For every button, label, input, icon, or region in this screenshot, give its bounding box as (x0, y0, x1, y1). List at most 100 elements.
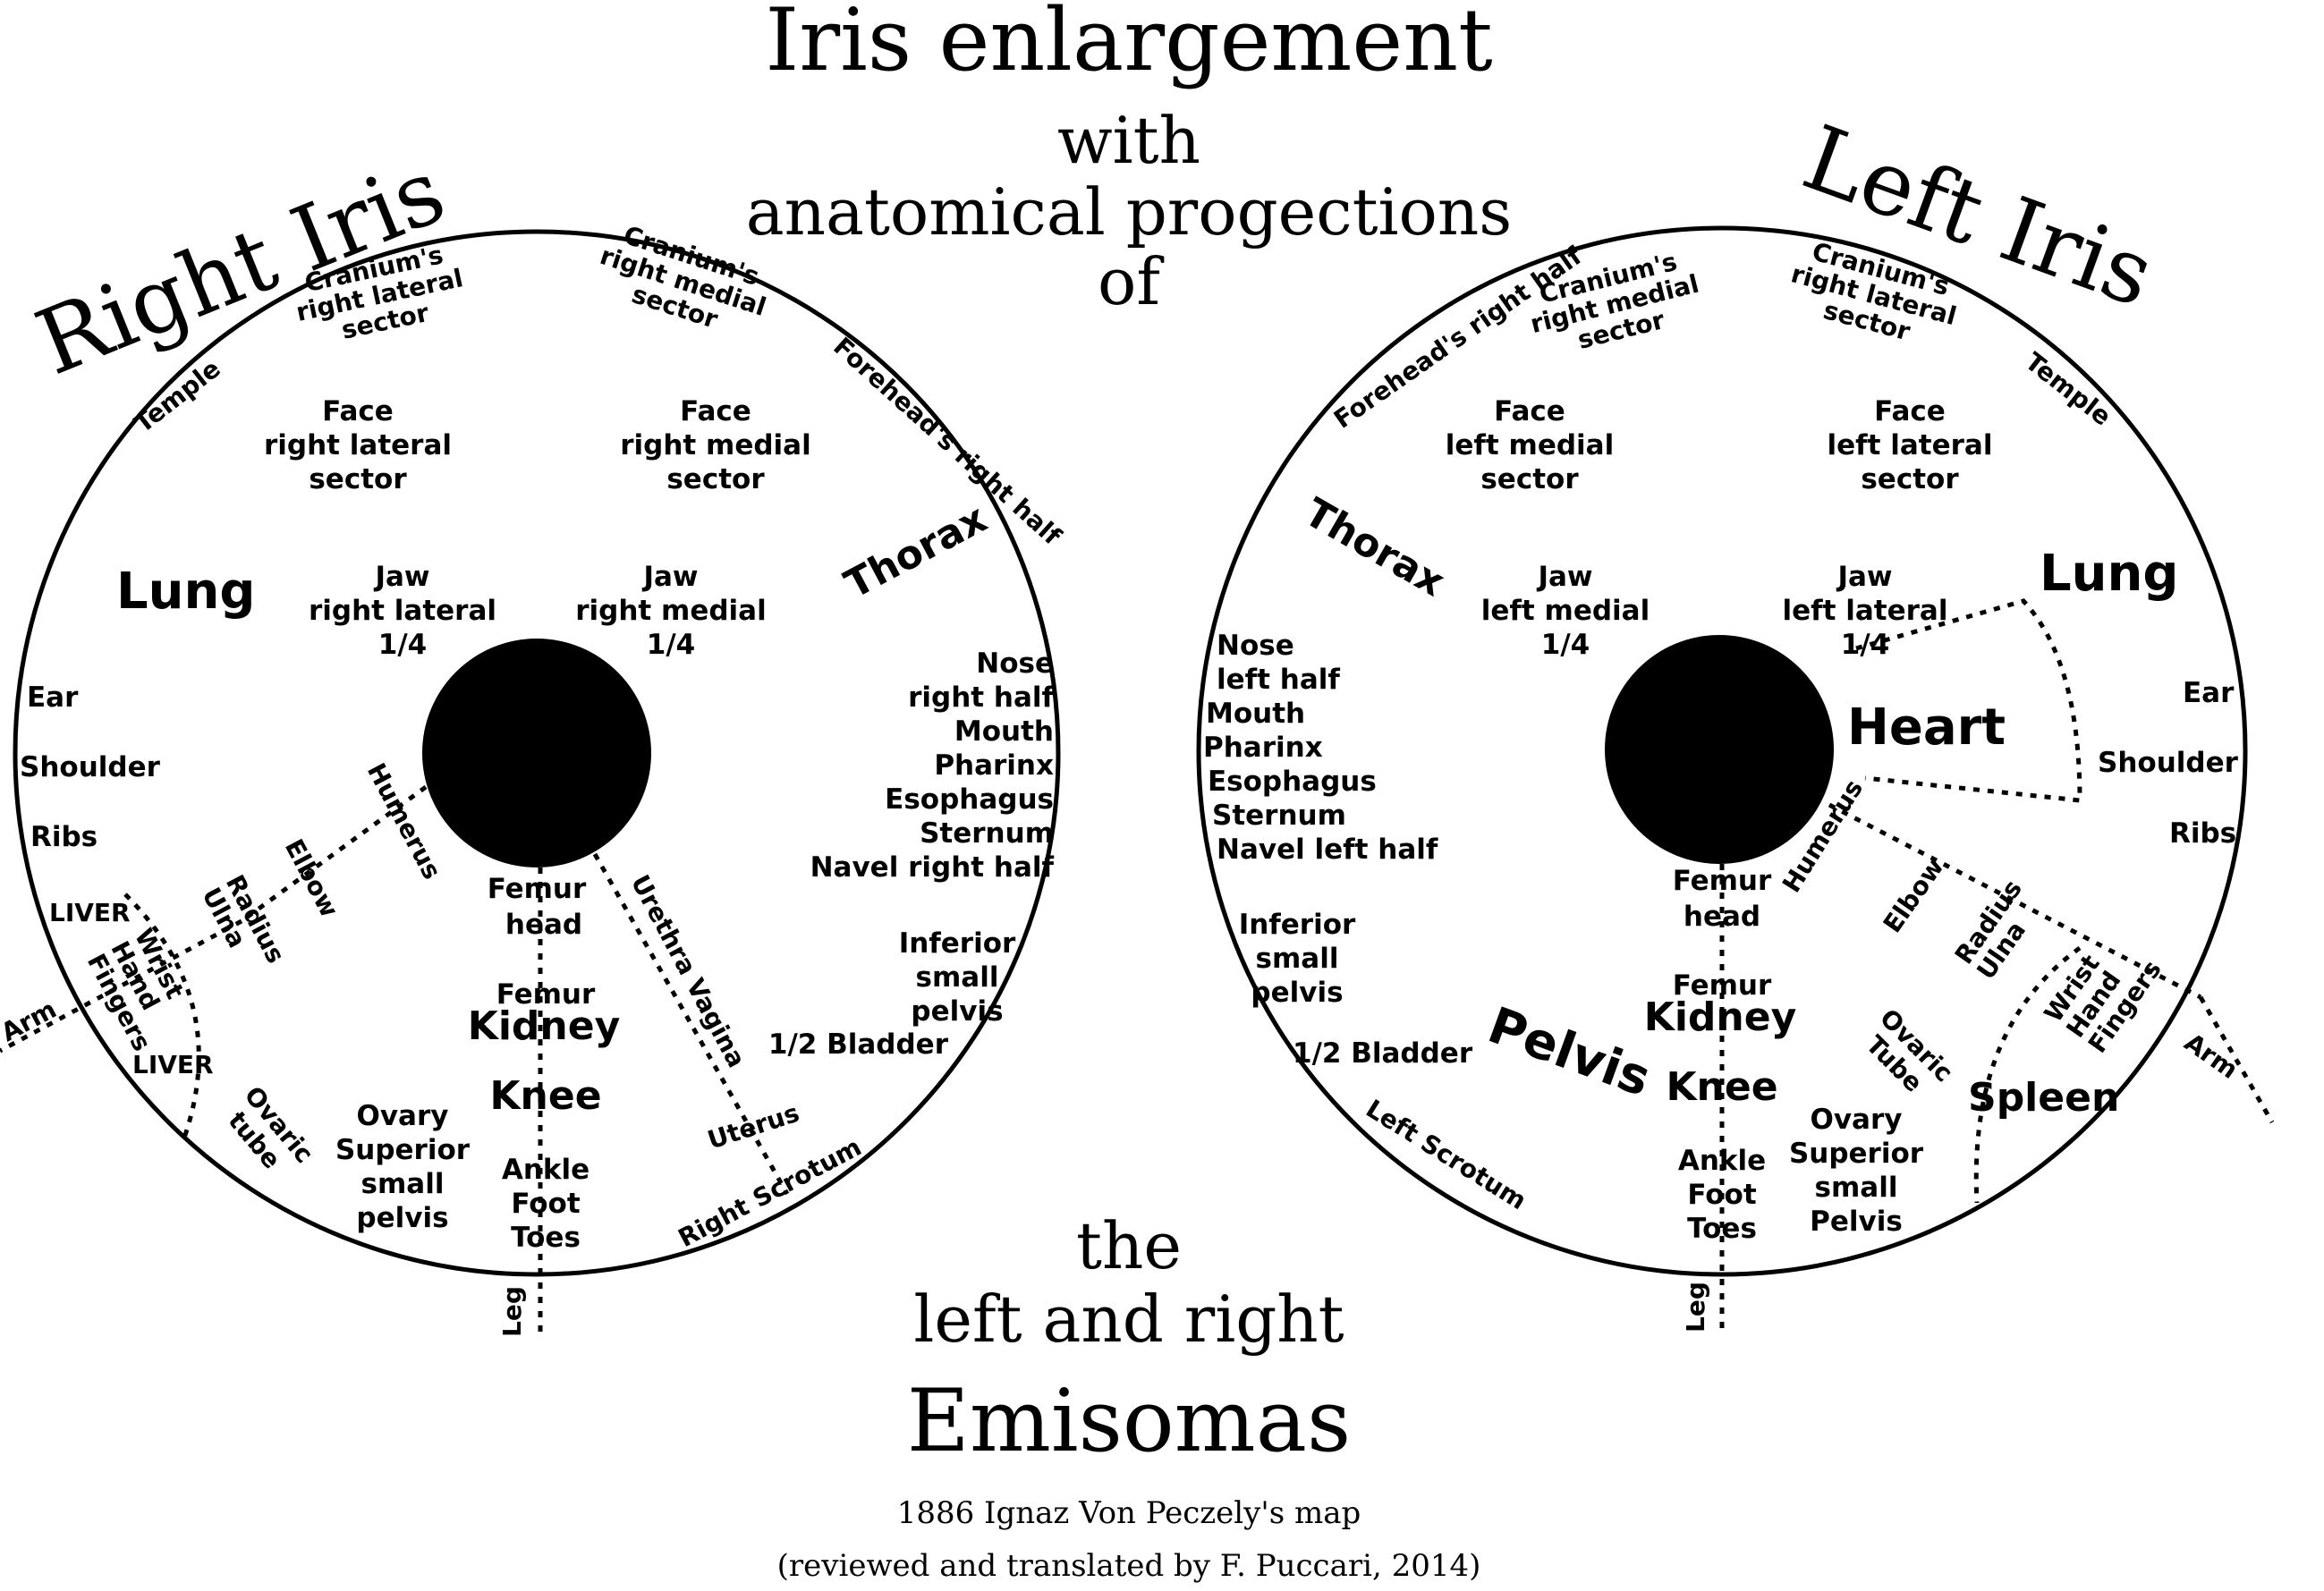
left-jaw-lateral-label: Jaw left lateral 1/4 (1783, 561, 1948, 661)
svg-text:head: head (505, 909, 582, 941)
right-liver-dotted-arc (123, 893, 201, 1141)
left-heart-dotted-outline (1855, 598, 2082, 803)
right-arm-dotted-line-upper (240, 784, 428, 924)
svg-text:left lateral: left lateral (1828, 429, 1993, 461)
right-ear-label: Ear (27, 681, 79, 714)
right-shoulder-label: Shoulder (20, 751, 161, 783)
svg-text:small: small (1815, 1172, 1898, 1204)
right-face-medial-label: Face right medial sector (620, 395, 810, 495)
svg-text:Nose: Nose (976, 647, 1054, 680)
svg-text:Jaw: Jaw (1536, 561, 1592, 593)
svg-text:sector: sector (1480, 463, 1579, 495)
svg-text:Esophagus: Esophagus (885, 783, 1054, 816)
left-arm-dotted-line-upper (1828, 802, 2202, 1000)
right-iris-pupil (422, 639, 651, 867)
right-temple-label: Temple (129, 353, 226, 438)
right-urethra-dotted-line (592, 852, 790, 1196)
right-lung-label: Lung (116, 563, 256, 621)
right-ovaric-tube-label: Ovaric tube (223, 1080, 319, 1174)
svg-text:Face: Face (1874, 395, 1946, 427)
left-inferior-pelvis-label: Inferior small pelvis (1239, 909, 1356, 1009)
right-leg-label: Leg (497, 1286, 527, 1337)
svg-text:left medial: left medial (1481, 595, 1650, 627)
footer-left-right: left and right (913, 1282, 1344, 1357)
left-lung-label: Lung (2040, 545, 2179, 603)
svg-text:Sternum: Sternum (1212, 800, 1346, 832)
left-ankle-label: Ankle Foot Toes (1678, 1145, 1766, 1245)
svg-text:1/4: 1/4 (1541, 629, 1590, 661)
svg-text:Navel left half: Navel left half (1217, 834, 1438, 866)
svg-text:Ovary: Ovary (1811, 1104, 1903, 1136)
right-urethra-label: Urethra Vagina (625, 870, 751, 1072)
svg-text:Navel right half: Navel right half (810, 851, 1055, 884)
svg-text:right half: right half (908, 681, 1054, 714)
svg-text:right lateral: right lateral (309, 595, 496, 627)
left-arm-dotted-line-lower (2198, 995, 2275, 1124)
right-kidney-label: Kidney (468, 1003, 621, 1049)
subtitle-with: with (1057, 103, 1200, 178)
subtitle-projections: anatomical progections (746, 174, 1512, 250)
footer-credit-2: (reviewed and translated by F. Puccari, … (777, 1548, 1481, 1584)
right-jaw-medial-label: Jaw right medial 1/4 (575, 561, 766, 661)
svg-text:1/4: 1/4 (1841, 629, 1889, 661)
left-iris-diagram: Left Iris Forehead's right half Cranium'… (1196, 106, 2275, 1333)
right-femur-label: Femur (496, 978, 596, 1011)
svg-text:Mouth: Mouth (1206, 698, 1305, 730)
right-arm-label: Arm (0, 994, 61, 1047)
left-ear-label: Ear (2183, 677, 2235, 709)
svg-text:Foot: Foot (511, 1188, 581, 1220)
right-uterus-label: Uterus (704, 1098, 803, 1155)
left-shoulder-label: Shoulder (2098, 747, 2239, 779)
main-title: Iris enlargement (765, 0, 1492, 90)
right-jaw-lateral-label: Jaw right lateral 1/4 (309, 561, 496, 661)
left-elbow-label: Elbow (1878, 852, 1950, 938)
left-ovary-label: Ovary Superior small Pelvis (1789, 1104, 1924, 1238)
left-bladder-label: 1/2 Bladder (1293, 1037, 1473, 1070)
right-femur-head-label: Femur head (488, 873, 587, 941)
svg-text:head: head (1684, 901, 1760, 933)
svg-text:Pelvis: Pelvis (1810, 1206, 1903, 1238)
svg-text:left medial: left medial (1446, 429, 1614, 461)
svg-text:Inferior: Inferior (899, 927, 1016, 960)
left-ribs-label: Ribs (2169, 817, 2236, 850)
svg-text:right lateral: right lateral (264, 429, 452, 461)
right-inferior-pelvis-label: Inferior small pelvis (899, 927, 1016, 1028)
svg-text:Superior: Superior (1789, 1138, 1924, 1170)
left-spleen-dotted-arc (1973, 945, 2082, 1204)
svg-text:Esophagus: Esophagus (1208, 766, 1377, 798)
left-arm-label: Arm (2179, 1028, 2243, 1085)
left-iris-outline (1196, 225, 2248, 1277)
svg-text:small: small (361, 1168, 445, 1200)
svg-text:Toes: Toes (1687, 1213, 1757, 1245)
left-heart-label: Heart (1847, 698, 2006, 757)
svg-text:pelvis: pelvis (911, 995, 1003, 1028)
right-face-lateral-label: Face right lateral sector (264, 395, 452, 495)
svg-text:Face: Face (1494, 395, 1565, 427)
svg-text:sector: sector (1861, 463, 1959, 495)
svg-text:Ovary: Ovary (357, 1100, 449, 1132)
subtitle-of: of (1098, 244, 1164, 319)
left-face-medial-label: Face left medial sector (1446, 395, 1614, 495)
svg-text:sector: sector (309, 463, 407, 495)
right-liver-top-label: LIVER (49, 898, 131, 927)
svg-text:Femur: Femur (1673, 865, 1772, 897)
svg-text:Inferior: Inferior (1239, 909, 1356, 941)
right-knee-label: Knee (489, 1073, 601, 1119)
svg-text:Pharinx: Pharinx (1203, 732, 1323, 764)
svg-text:Nose: Nose (1217, 630, 1294, 662)
right-scrotum-label: Right Scrotum (674, 1132, 867, 1254)
svg-text:left half: left half (1217, 664, 1340, 696)
svg-text:Superior: Superior (335, 1134, 471, 1166)
right-arm-dotted-line-lower (0, 918, 243, 1054)
svg-text:left lateral: left lateral (1783, 595, 1948, 627)
left-wrist-hand-fingers-label: Wrist Hand Fingers (2039, 949, 2167, 1058)
svg-text:small: small (1256, 943, 1339, 975)
svg-text:pelvis: pelvis (1251, 977, 1343, 1009)
left-pelvis-label: Pelvis (1480, 996, 1658, 1108)
svg-text:Face: Face (680, 395, 751, 427)
right-liver-bottom-label: LIVER (132, 1050, 214, 1079)
left-iris-pupil (1605, 635, 1834, 864)
right-ankle-label: Ankle Foot Toes (502, 1154, 589, 1254)
